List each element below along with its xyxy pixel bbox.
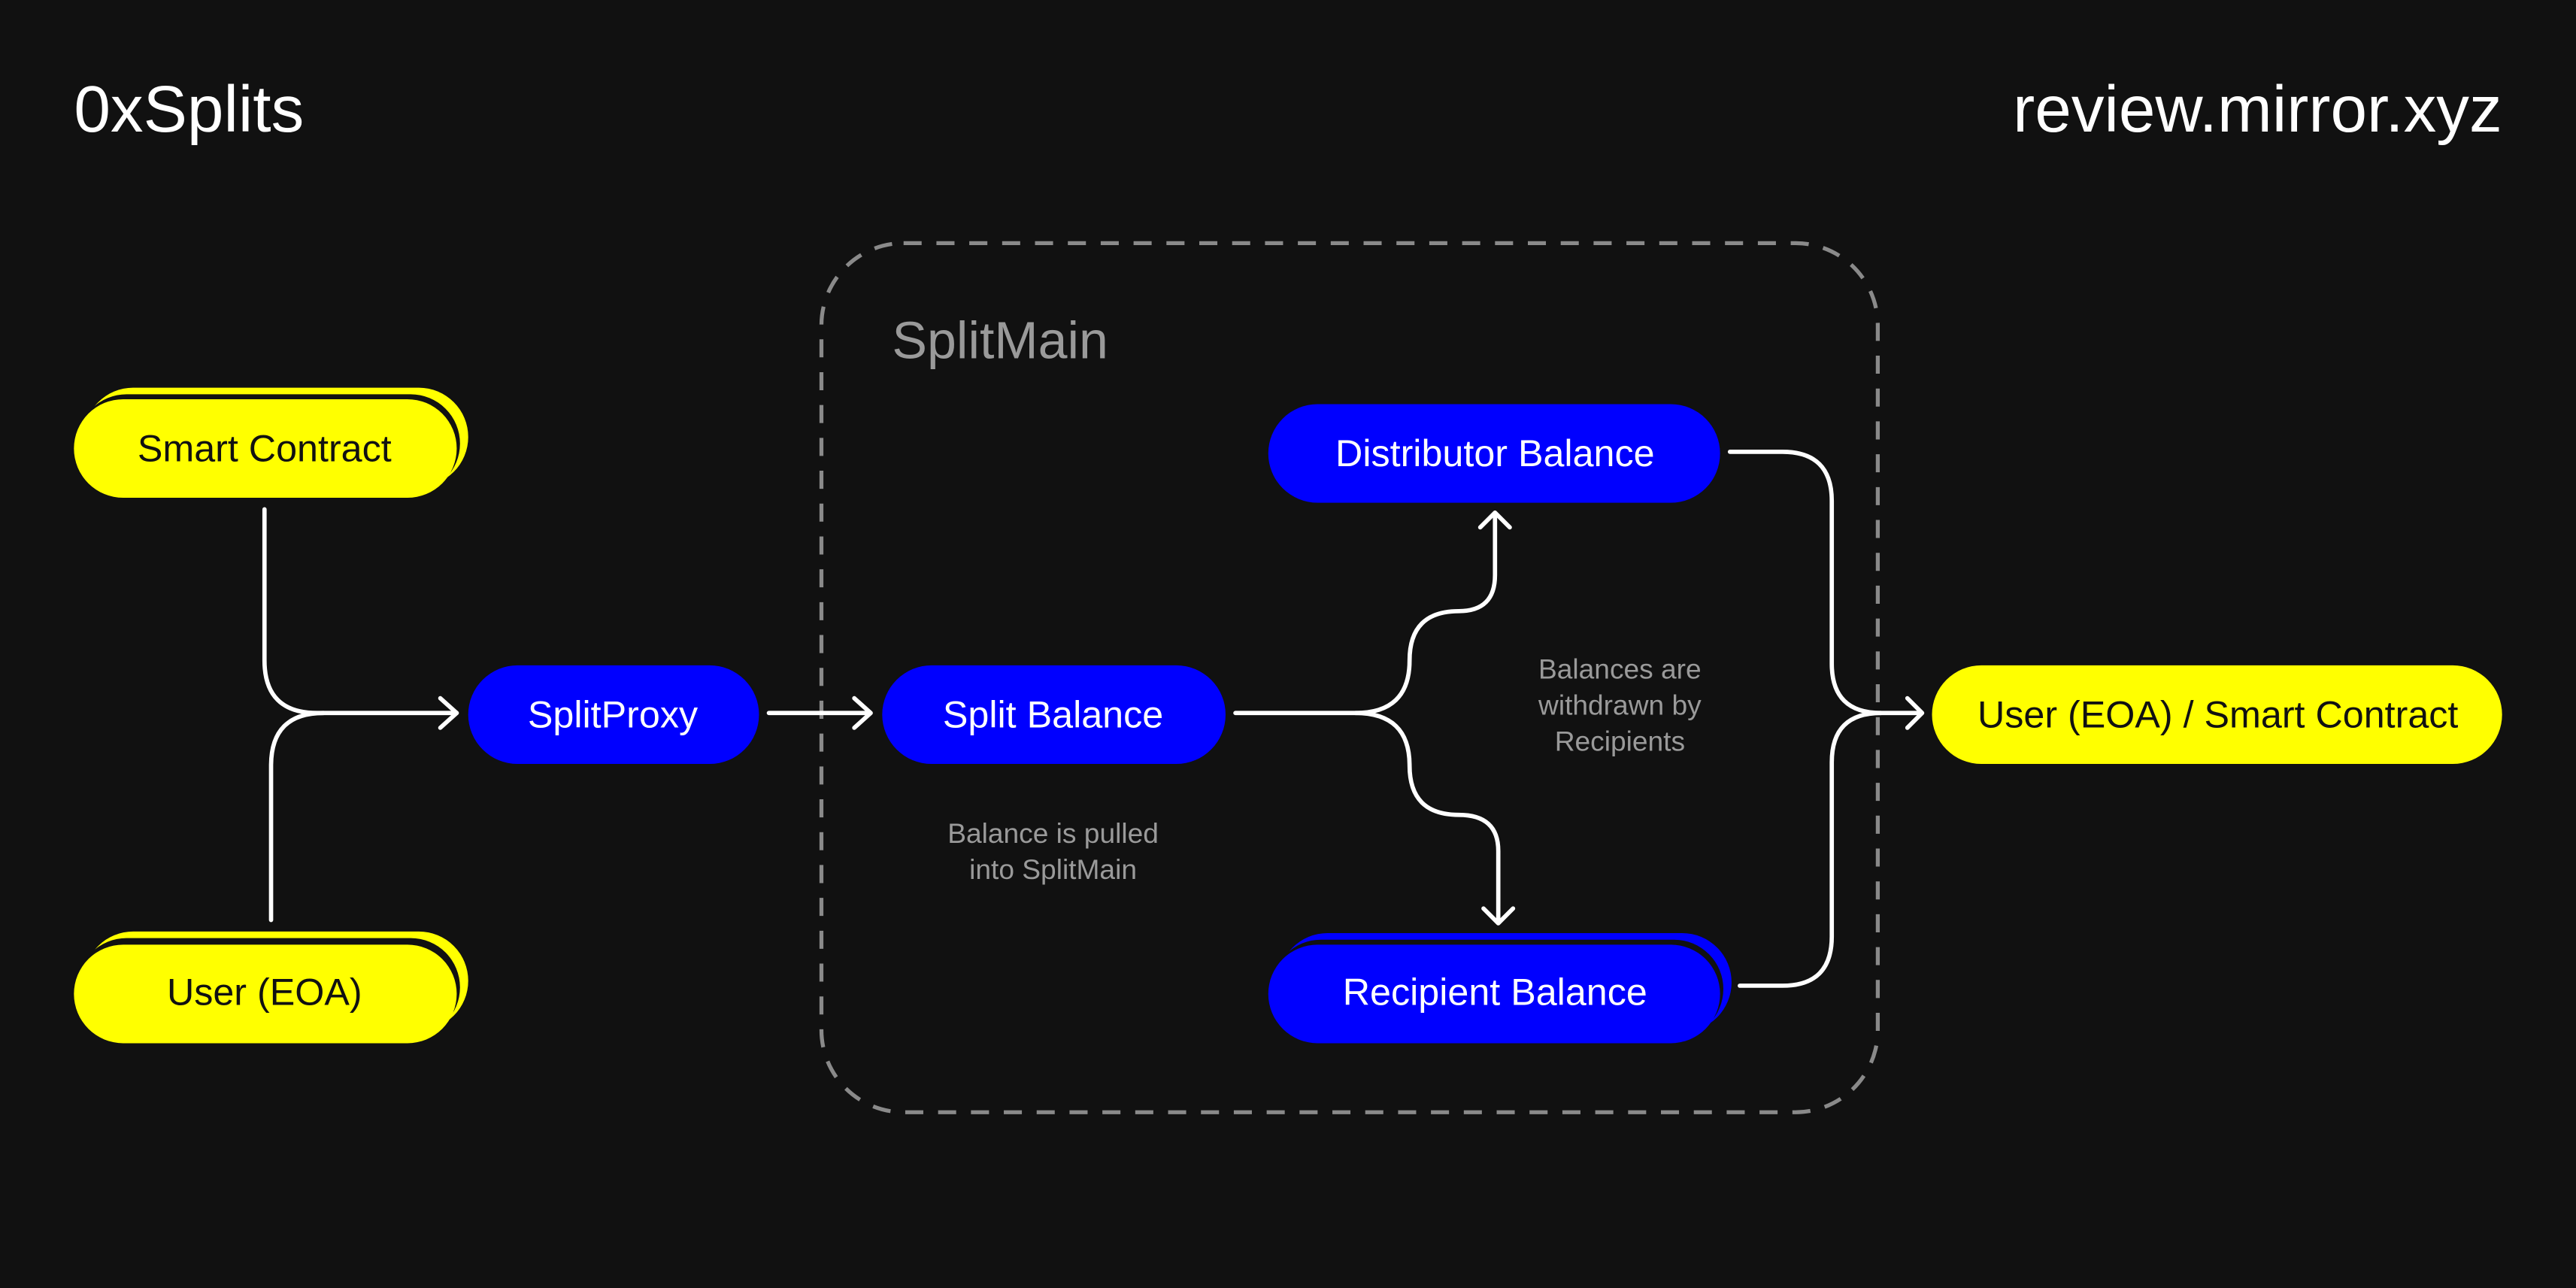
node-recipient-balance: Recipient Balance (1268, 933, 1732, 1044)
node-distributor-balance: Distributor Balance (1268, 404, 1720, 503)
brand-title: 0xSplits (74, 72, 304, 146)
split-proxy-label: SplitProxy (528, 693, 699, 735)
connector-proxy-to-split (766, 696, 873, 730)
node-split-proxy: SplitProxy (468, 665, 759, 765)
distributor-balance-label: Distributor Balance (1335, 432, 1655, 474)
note-withdrawn-line-2: withdrawn by (1538, 689, 1702, 720)
note-withdrawn-line-3: Recipients (1555, 726, 1685, 757)
splitmain-container (819, 241, 1880, 1114)
split-balance-label: Split Balance (943, 693, 1163, 735)
node-split-balance: Split Balance (882, 665, 1226, 765)
connector-user-to-proxy (268, 711, 326, 923)
note-pulled-line-2: into SplitMain (969, 853, 1137, 885)
arrowhead-proxy (438, 696, 459, 730)
user-eoa-label: User (EOA) (167, 971, 362, 1014)
connector-distributor-to-destination (1727, 450, 1925, 730)
node-smart-contract: Smart Contract (74, 387, 468, 499)
recipient-balance-label: Recipient Balance (1343, 971, 1647, 1014)
connector-split-to-distributor (1233, 510, 1512, 716)
node-user-eoa: User (EOA) (74, 931, 468, 1044)
note-withdrawn-line-1: Balances are (1538, 653, 1702, 684)
destination-label: User (EOA) / Smart Contract (1977, 693, 2458, 735)
connectors (262, 450, 1925, 988)
note-pulled-line-1: Balance is pulled (947, 817, 1159, 849)
site-url: review.mirror.xyz (2013, 72, 2502, 146)
node-destination: User (EOA) / Smart Contract (1932, 665, 2502, 765)
connector-recipient-to-destination (1738, 711, 1884, 988)
connector-split-to-recipient (1353, 711, 1516, 926)
splitmain-label: SplitMain (892, 311, 1108, 369)
smart-contract-label: Smart Contract (138, 427, 392, 469)
